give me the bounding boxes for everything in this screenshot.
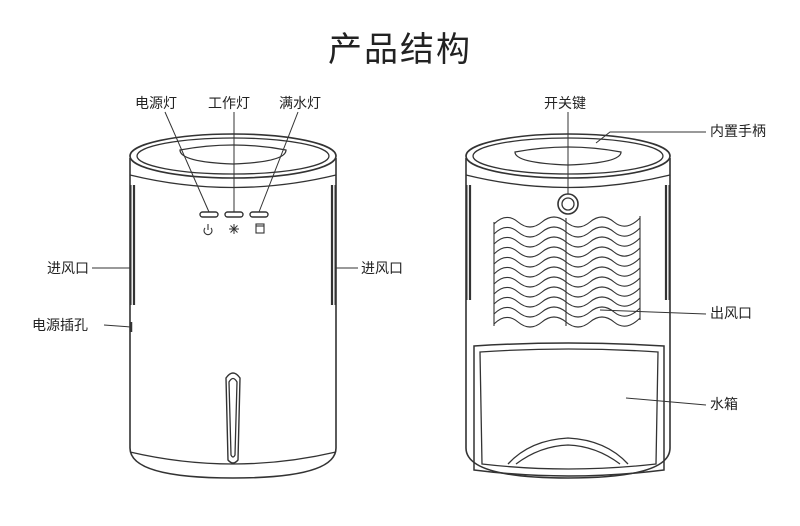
tank-icon <box>255 223 265 234</box>
work-light-indicator <box>224 211 244 218</box>
left-inlet-grille <box>130 185 136 305</box>
power-icon <box>203 224 213 236</box>
wavy-outlet-grille <box>493 216 641 328</box>
label-builtin-handle: 内置手柄 <box>710 124 766 140</box>
fan-icon <box>229 224 239 234</box>
right-leader-lines <box>567 112 707 406</box>
switch-button <box>557 193 579 215</box>
left-leader-lines <box>92 111 358 328</box>
left-handle-recess <box>179 144 287 165</box>
label-switch-key: 开关键 <box>544 96 586 112</box>
label-power-light: 电源灯 <box>135 96 177 112</box>
label-air-outlet: 出风口 <box>710 306 752 322</box>
label-full-water-light: 满水灯 <box>279 96 321 112</box>
label-power-jack: 电源插孔 <box>32 318 88 334</box>
label-air-inlet-right: 进风口 <box>361 261 403 277</box>
left-front-slot <box>225 372 241 464</box>
water-tank <box>473 342 665 477</box>
power-light-indicator <box>199 211 219 218</box>
left-device <box>92 111 358 479</box>
right-handle-recess <box>514 146 622 166</box>
right-device <box>465 112 707 479</box>
full-water-light-indicator <box>249 211 269 218</box>
left-body-outline <box>129 158 337 479</box>
label-work-light: 工作灯 <box>208 96 250 112</box>
label-air-inlet-left: 进风口 <box>47 261 89 277</box>
right-inlet-grille <box>330 185 336 305</box>
label-water-tank: 水箱 <box>710 397 738 413</box>
left-top-cap <box>129 133 337 179</box>
tank-handle-arc <box>507 437 629 465</box>
diagram-title: 产品结构 <box>328 30 472 70</box>
